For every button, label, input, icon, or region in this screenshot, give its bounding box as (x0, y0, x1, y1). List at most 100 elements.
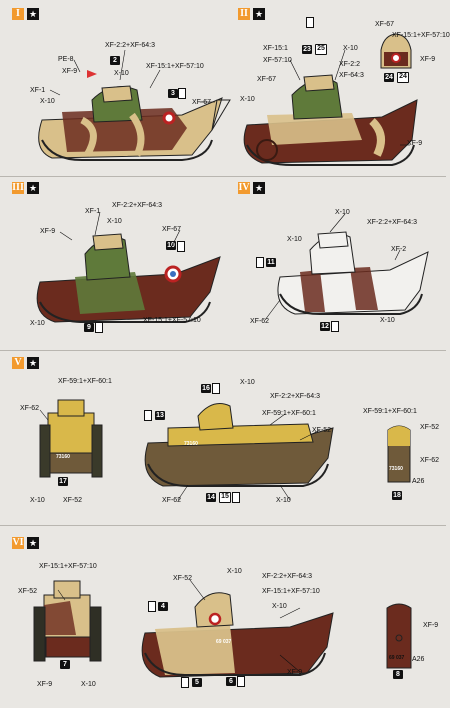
section-number: VI (12, 537, 24, 549)
paint-label: XF-9 (407, 140, 423, 147)
paint-label: XF-2 (391, 246, 407, 253)
decal-number: 15 (219, 492, 231, 503)
paint-label: PE-8 (58, 56, 74, 63)
decal-marker (178, 88, 186, 99)
decal-number: 12 (320, 322, 330, 331)
paint-label: XF-59:1+XF-60:1 (262, 410, 316, 417)
paint-label: XF-9 (62, 68, 78, 75)
paint-label: X-10 (227, 568, 242, 575)
paint-label: XF-64:3 (339, 72, 364, 79)
decal-number: 25 (315, 44, 327, 55)
paint-label: XF-52 (173, 575, 193, 582)
section-divider (0, 176, 446, 177)
paint-label: XF-52 (63, 497, 83, 504)
serial-number: 73160 (56, 454, 70, 460)
paint-label: XF-62 (420, 457, 440, 464)
paint-label: XF-57:10 (263, 57, 292, 64)
tank-side-view (144, 403, 334, 487)
paint-label: X-10 (335, 209, 350, 216)
tank-side-view (36, 233, 221, 323)
turret-top-view (386, 603, 412, 669)
decal-number: 8 (393, 670, 403, 679)
tank-front-view (33, 580, 102, 662)
decal-number: 2 (110, 56, 120, 65)
paint-label: XF-59:1+XF-60:1 (363, 408, 417, 415)
decal-number: 18 (392, 491, 402, 500)
decal-number: 11 (266, 258, 276, 267)
decal-number: 14 (206, 493, 216, 502)
section-number: II (238, 8, 250, 20)
paint-label: X-10 (240, 96, 255, 103)
decal-marker (181, 677, 189, 688)
decal-marker (306, 17, 314, 28)
decal-number: 17 (58, 477, 68, 486)
tank-front-view (39, 399, 103, 478)
star-icon: ★ (27, 357, 39, 369)
decal-number: 23 (302, 45, 312, 54)
star-icon: ★ (253, 182, 265, 194)
decal-marker (148, 601, 156, 612)
paint-label: XF-52 (312, 427, 332, 434)
decal-marker (177, 241, 185, 252)
paint-label: A26 (412, 656, 425, 663)
paint-label: XF-15:1+XF-57:10 (143, 317, 201, 324)
paint-label: XF-15:1+XF-57:10 (262, 588, 320, 595)
decal-marker (95, 322, 103, 333)
paint-label: XF-9 (37, 681, 53, 688)
star-icon: ★ (27, 182, 39, 194)
paint-label: XF-1 (30, 87, 46, 94)
paint-label: X-10 (30, 320, 45, 327)
paint-label: XF-9 (420, 56, 436, 63)
paint-label: XF-15:1+XF-57:10 (392, 32, 450, 39)
tank-side-view (243, 74, 418, 166)
paint-label: X-10 (40, 98, 55, 105)
paint-label: X-10 (287, 236, 302, 243)
paint-label: XF-2:2+XF-64:3 (367, 219, 417, 226)
decal-marker (144, 410, 152, 421)
paint-label: X-10 (30, 497, 45, 504)
decal-number: 9 (84, 323, 94, 332)
paint-label: XF-67 (257, 76, 277, 83)
paint-label: XF-59:1+XF-60:1 (58, 378, 112, 385)
paint-label: XF-1 (85, 208, 101, 215)
section-number: III (12, 182, 24, 194)
paint-label: XF-2:2+XF-64:3 (112, 202, 162, 209)
tank-side-view (141, 592, 334, 678)
paint-label: XF-2:2+XF-64:3 (270, 393, 320, 400)
paint-label: X-10 (380, 317, 395, 324)
paint-label: XF-15:1+XF-57:10 (39, 563, 97, 570)
section-number: I (12, 8, 24, 20)
star-icon: ★ (253, 8, 265, 20)
serial-number: 69 037 (389, 655, 405, 661)
decal-number: 24 (397, 72, 409, 83)
decal-number: 7 (60, 660, 70, 669)
turret-top-view (387, 425, 411, 483)
decal-marker (256, 257, 264, 268)
serial-number: 73160 (184, 441, 198, 447)
paint-label: X-10 (81, 681, 96, 688)
decal-number: 16 (201, 384, 211, 393)
paint-label: X-10 (114, 70, 129, 77)
tank-side-view (277, 231, 429, 315)
paint-label: X-10 (343, 45, 358, 52)
paint-label: X-10 (107, 218, 122, 225)
paint-label: X-10 (276, 497, 291, 504)
paint-label: A26 (412, 478, 425, 485)
decal-number: 6 (226, 677, 236, 686)
section-number: V (12, 357, 24, 369)
decal-marker (232, 492, 240, 503)
star-icon: ★ (27, 537, 39, 549)
paint-label: XF-2:2 (339, 61, 361, 68)
paint-label: XF-15:1+XF-57:10 (146, 63, 204, 70)
paint-label: XF-9 (423, 622, 439, 629)
section-number: IV (238, 182, 250, 194)
paint-label: XF-15:1 (263, 45, 288, 52)
decal-number: 3 (168, 89, 178, 98)
paint-label: XF-67 (192, 99, 212, 106)
turret-top-view (380, 33, 412, 69)
section-divider (0, 350, 446, 351)
section-divider (0, 525, 446, 526)
decal-number: 24 (384, 73, 394, 82)
decal-number: 13 (155, 411, 165, 420)
